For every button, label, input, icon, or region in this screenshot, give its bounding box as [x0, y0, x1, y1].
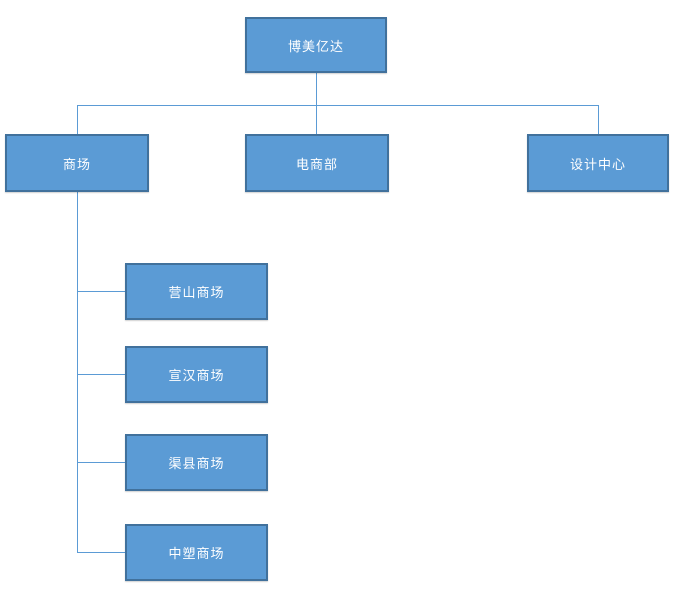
connector-level2-horizontal	[77, 105, 599, 106]
connector-drop-shangchang	[77, 105, 78, 134]
org-node-dianshangbu[interactable]: 电商部	[245, 134, 389, 192]
org-node-zhongsu-label: 中塑商场	[168, 546, 225, 561]
org-node-dianshangbu-label: 电商部	[295, 156, 338, 172]
connector-shangchang-trunk	[77, 192, 78, 553]
connector-branch-yingshan	[77, 291, 125, 292]
org-node-xuanhan[interactable]: 宣汉商场	[125, 346, 268, 403]
org-node-root-label: 博美亿达	[287, 38, 344, 54]
org-node-quxian[interactable]: 渠县商场	[125, 434, 268, 491]
org-node-yingshan-label: 营山商场	[168, 285, 225, 300]
org-node-zhongsu[interactable]: 中塑商场	[125, 524, 268, 581]
connector-branch-zhongsu	[77, 552, 125, 553]
org-node-root[interactable]: 博美亿达	[245, 17, 387, 73]
connector-drop-shejizhongxin	[598, 105, 599, 134]
org-node-shangchang[interactable]: 商场	[5, 134, 149, 192]
connector-branch-xuanhan	[77, 374, 125, 375]
org-node-shangchang-label: 商场	[62, 156, 91, 172]
org-node-xuanhan-label: 宣汉商场	[168, 368, 225, 383]
org-node-yingshan[interactable]: 营山商场	[125, 263, 268, 320]
org-node-quxian-label: 渠县商场	[168, 456, 225, 471]
org-node-shejizhongxin-label: 设计中心	[569, 156, 626, 172]
org-node-shejizhongxin[interactable]: 设计中心	[527, 134, 669, 192]
connector-branch-quxian	[77, 462, 125, 463]
connector-root-vertical	[316, 73, 317, 134]
